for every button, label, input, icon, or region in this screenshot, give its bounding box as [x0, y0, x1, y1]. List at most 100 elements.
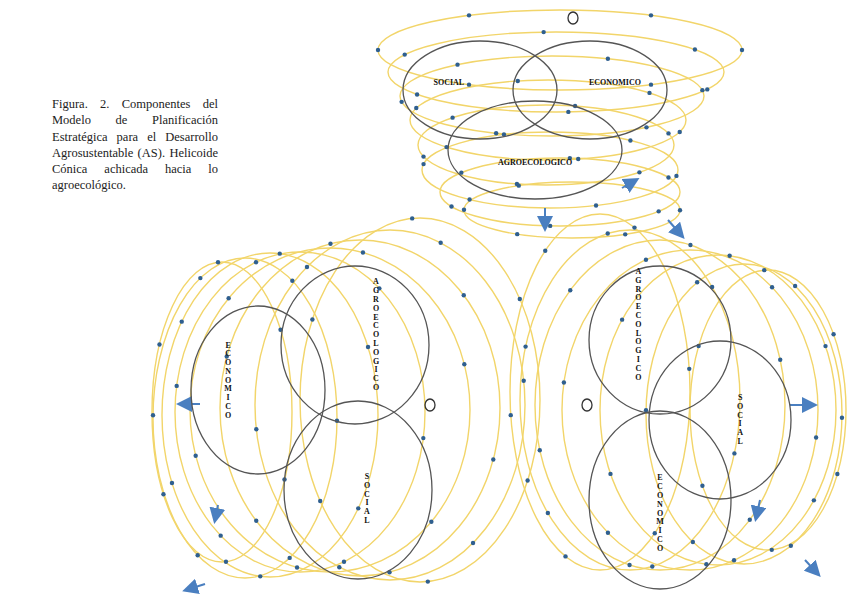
helix-dot: [342, 560, 346, 564]
circle-outline: [512, 40, 668, 140]
helix-dot: [337, 565, 341, 569]
helix-dot: [541, 30, 545, 34]
venn-circle: SOCIAL: [648, 340, 792, 500]
helix-dot: [732, 451, 736, 455]
helix-dot: [399, 100, 403, 104]
helix-dot: [494, 131, 498, 135]
helix-dot: [421, 162, 425, 166]
helix-dot: [328, 242, 332, 246]
helix-dot: [356, 506, 360, 510]
helix-dot: [278, 251, 282, 255]
venn-circle: SOCIAL: [402, 40, 558, 140]
helix-dot: [835, 472, 839, 476]
helix-dot: [491, 457, 495, 461]
helix-dot: [174, 384, 178, 388]
circle-outline: [588, 265, 732, 415]
helix-dot: [793, 284, 797, 288]
helix-dot: [608, 472, 612, 476]
helix-dot: [305, 265, 309, 269]
helix-dot: [627, 563, 631, 567]
helix-dot: [831, 332, 835, 336]
helix-dot: [410, 216, 414, 220]
venn-circle: SOCIAL: [283, 400, 433, 580]
venn-circle: ECONOMICO: [190, 305, 326, 475]
helix-dot: [700, 88, 704, 92]
component-label: AGROECOLOGICO: [498, 158, 572, 167]
helix-dot: [778, 358, 782, 362]
helix-dot: [516, 79, 520, 83]
helix-dot: [421, 436, 425, 440]
circle-outline: [190, 305, 326, 475]
helix-dot: [732, 558, 736, 562]
helix-dot: [467, 197, 471, 201]
helix-dot: [157, 342, 161, 346]
figure-caption: Figura. 2. Componentes del Modelo de Pla…: [52, 96, 218, 194]
helix-dot: [414, 106, 418, 110]
helix-dot: [812, 498, 816, 502]
helix-dot: [576, 157, 580, 161]
helix-dot: [538, 448, 542, 452]
helix-dot: [562, 380, 566, 384]
helix-dot: [628, 138, 632, 142]
helix-dot: [517, 183, 521, 187]
helix-dot: [678, 130, 682, 134]
helix-dot: [546, 511, 550, 515]
helix-dot: [258, 574, 262, 578]
helix-dot: [674, 174, 678, 178]
helix-dot: [563, 554, 567, 558]
helix-dot: [840, 416, 844, 420]
helix-dot: [637, 170, 641, 174]
helix-dot: [193, 454, 197, 458]
venn-circle: ECONOMICO: [512, 40, 668, 140]
helix-dot: [429, 520, 433, 524]
venn-circle: AGROECOLOGICO: [447, 100, 623, 200]
helix-dot: [644, 258, 648, 262]
circle-outline: [648, 340, 792, 500]
helix-dot: [789, 544, 793, 548]
helix-dot: [515, 232, 519, 236]
component-label: ECONOMICO: [656, 475, 664, 554]
circle-outline: [402, 40, 558, 140]
helix-dot: [366, 345, 370, 349]
helix-dot: [740, 48, 744, 52]
helix-dot: [226, 296, 230, 300]
helix-dot: [814, 435, 818, 439]
helix-dot: [727, 254, 731, 258]
helix-dot: [224, 560, 228, 564]
helix-dot: [290, 279, 294, 283]
helix-dot: [705, 87, 709, 91]
helix-dot: [462, 293, 466, 297]
helix-dot: [548, 224, 552, 228]
helix-dot: [218, 533, 222, 537]
helix-dot: [376, 48, 380, 52]
helix-dot: [762, 268, 766, 272]
helix-dot: [522, 379, 526, 383]
helix-dot: [650, 564, 654, 568]
helix-dot: [700, 484, 704, 488]
helix-dot: [467, 13, 471, 17]
helix-dot: [471, 541, 475, 545]
helix-dot: [523, 344, 527, 348]
component-label: AGROECOLOGICO: [372, 278, 380, 392]
component-label: SOCIAL: [433, 78, 464, 87]
component-label: ECONOMICO: [224, 342, 232, 421]
helix-dot: [254, 519, 258, 523]
helix-dot: [509, 413, 513, 417]
component-label: SOCIAL: [363, 473, 371, 526]
helix-dot: [693, 47, 697, 51]
helix-dot: [691, 540, 695, 544]
helix-dot: [287, 556, 291, 560]
helix-dot: [518, 297, 522, 301]
helix-dot: [647, 91, 651, 95]
helix-dot: [449, 204, 453, 208]
helix-dot: [361, 250, 365, 254]
circle-outline: [447, 100, 623, 200]
component-label: SOCIAL: [736, 394, 744, 447]
helix-dot: [568, 288, 572, 292]
helix-dot: [606, 231, 610, 235]
helix-dot: [594, 203, 598, 207]
helix-dot: [438, 241, 442, 245]
helix-dot: [450, 115, 454, 119]
component-label: AGROECOLOGICO: [634, 268, 642, 382]
helix-dot: [606, 57, 610, 61]
